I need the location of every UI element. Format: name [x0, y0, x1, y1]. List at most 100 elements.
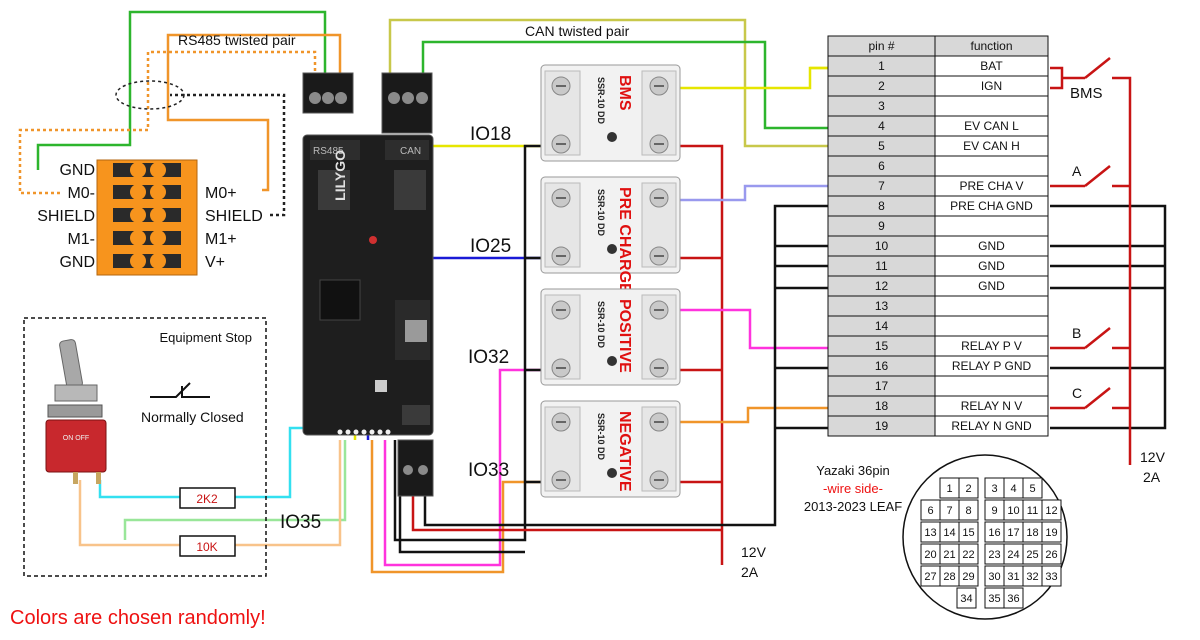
board-brand: LILYGO [332, 150, 348, 201]
connector-pin: 6 [927, 505, 933, 517]
connector-pin: 11 [1027, 505, 1038, 517]
lilygo-board: RS485 CAN LILYGO [302, 72, 434, 497]
relay-title: NEGATIVE [616, 411, 633, 492]
pin-number: 15 [875, 339, 889, 353]
connector-pin: 17 [1007, 527, 1019, 539]
bms-label: BMS [1070, 85, 1103, 102]
io-label: IO35 [280, 512, 321, 533]
pin-number: 19 [875, 419, 889, 433]
pin-number: 17 [875, 379, 889, 393]
pin-number: 1 [878, 59, 885, 73]
tb-right-label: M1+ [205, 231, 237, 248]
connector-pin: 22 [962, 549, 974, 561]
equipment-stop-title: Equipment Stop [159, 330, 252, 345]
wire-switch-peach [78, 480, 180, 547]
pin-function: PRE CHA V [959, 179, 1023, 193]
pin-function: PRE CHA GND [950, 199, 1033, 213]
pin-number: 9 [878, 219, 885, 233]
connector-pin: 31 [1007, 571, 1019, 583]
connector-pin: 23 [988, 549, 1000, 561]
pin-number: 5 [878, 139, 885, 153]
connector-side: -wire side- [823, 481, 883, 496]
wire-relay-p [680, 308, 828, 350]
pin-number: 11 [875, 259, 888, 273]
pin-number: 2 [878, 79, 885, 93]
supply-right-a: 2A [1143, 469, 1161, 485]
pin-function: GND [978, 259, 1005, 273]
tb-left-label: GND [59, 162, 95, 179]
connector-pin: 29 [962, 571, 974, 583]
wire-relay-gnd [393, 144, 545, 542]
connector-pin: 16 [988, 527, 1000, 539]
tb-right-label: V+ [205, 254, 225, 271]
connector-pin: 32 [1026, 571, 1038, 583]
wire-io33 [370, 440, 545, 574]
connector-pin: 33 [1045, 571, 1057, 583]
switch-label: C [1072, 385, 1082, 401]
connector-pin: 35 [988, 593, 1000, 605]
relay-model: SSR-10 DD [596, 77, 606, 125]
function-header: function [970, 39, 1012, 53]
wire-can-h [388, 18, 828, 148]
resistor-label: 10K [196, 540, 217, 554]
colors-note: Colors are chosen randomly! [10, 607, 266, 629]
switch-label: B [1072, 325, 1081, 341]
pin-header: pin # [868, 39, 894, 53]
pin-function: RELAY N V [961, 399, 1023, 413]
connector-pin: 25 [1026, 549, 1038, 561]
io-label: IO32 [468, 347, 509, 368]
connector-pin: 4 [1010, 483, 1016, 495]
wire-rs485-m0minus [18, 50, 317, 195]
connector-pin: 14 [943, 527, 955, 539]
wire-io32 [383, 368, 545, 567]
pin-function: EV CAN H [963, 139, 1020, 153]
pin-number: 8 [878, 199, 885, 213]
pin-number: 18 [875, 399, 889, 413]
wire-can-l [421, 40, 828, 130]
connector-pin: 12 [1045, 505, 1057, 517]
tb-right-label: SHIELD [205, 208, 263, 225]
ssr-relay: SSR-10 DD NEGATIVE [540, 400, 681, 498]
connector-pin: 10 [1007, 505, 1019, 517]
can-pair-label: CAN twisted pair [525, 23, 630, 39]
connector-pin: 30 [988, 571, 1000, 583]
pin-function: RELAY N GND [951, 419, 1032, 433]
io-label: IO33 [468, 460, 509, 481]
wire-pre-cha [680, 184, 828, 202]
pin-function: RELAY P V [961, 339, 1022, 353]
wire-io35 [123, 440, 347, 540]
board-rs485-label: RS485 [313, 146, 344, 157]
pin-number: 12 [875, 279, 889, 293]
wire-bat [680, 66, 828, 90]
relay-title: BMS [616, 75, 633, 111]
supply-right-v: 12V [1140, 449, 1166, 465]
wire-10k [235, 440, 342, 547]
io-label: IO18 [470, 124, 511, 145]
ssr-relay: SSR-10 DD BMS [540, 64, 681, 162]
connector-pin: 13 [924, 527, 936, 539]
connector-pin: 21 [943, 549, 955, 561]
board-can-label: CAN [400, 146, 421, 157]
connector-title: Yazaki 36pin [816, 463, 889, 478]
pin-function: EV CAN L [964, 119, 1019, 133]
wire-rs485-gnd [36, 10, 327, 170]
connector-pin: 7 [946, 505, 952, 517]
relay-model: SSR-10 DD [596, 301, 606, 349]
yazaki-connector: Yazaki 36pin -wire side- 2013-2023 LEAF … [804, 454, 1068, 620]
pin-function: GND [978, 279, 1005, 293]
io-labels: IO18 IO25 IO32 IO33 IO35 [280, 124, 511, 533]
tb-left-label: SHIELD [37, 208, 95, 225]
pin-function: RELAY P GND [952, 359, 1032, 373]
connector-pin: 8 [965, 505, 971, 517]
pin-function: IGN [981, 79, 1002, 93]
relay-model: SSR-10 DD [596, 413, 606, 461]
wire-relay-n [680, 406, 828, 424]
connector-pin: 34 [960, 593, 972, 605]
connector-pin: 9 [991, 505, 997, 517]
connector-pin: 19 [1045, 527, 1057, 539]
